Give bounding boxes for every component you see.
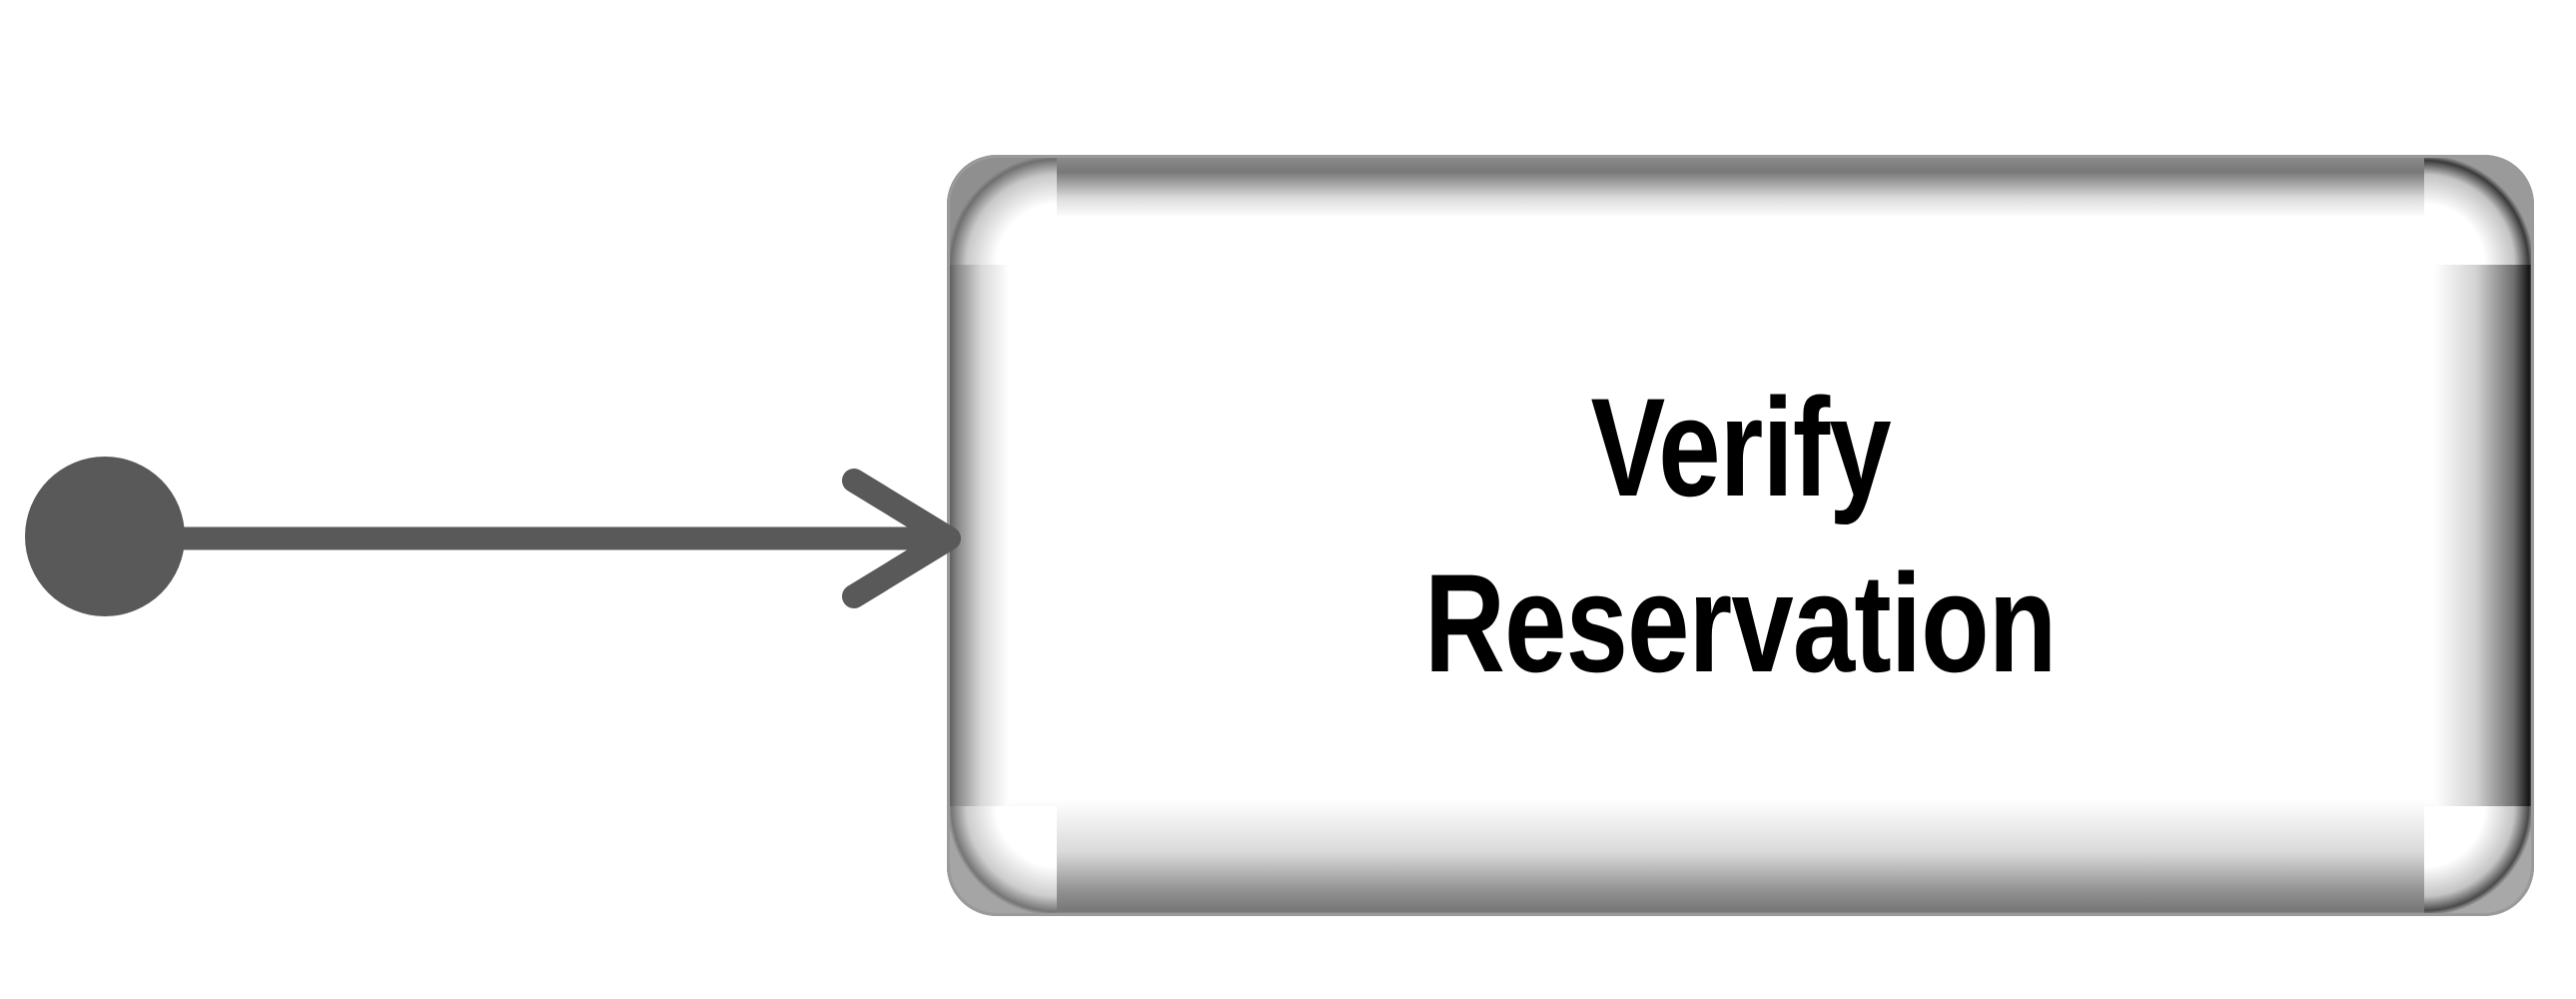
flow-arrow[interactable]: [180, 469, 961, 608]
task-node-bevel-top: [947, 155, 2534, 217]
task-node-corner-bl: [947, 806, 1057, 916]
task-node-bevel-right: [2434, 155, 2534, 916]
task-node-corner-tr: [2424, 155, 2534, 265]
task-node-corner-tl: [947, 155, 1057, 265]
task-node-fill: [947, 155, 2534, 916]
start-node[interactable]: [25, 457, 185, 616]
task-node-bevel-bottom: [947, 799, 2534, 916]
flow-arrow-head-icon: [842, 469, 961, 608]
task-node-corner-br: [2424, 806, 2534, 916]
task-node-shape[interactable]: [947, 155, 2534, 916]
